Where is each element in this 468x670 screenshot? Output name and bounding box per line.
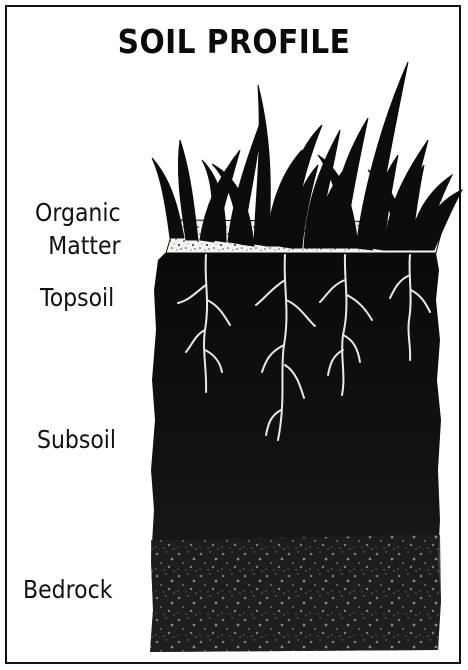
- bedrock-layer: [150, 535, 441, 652]
